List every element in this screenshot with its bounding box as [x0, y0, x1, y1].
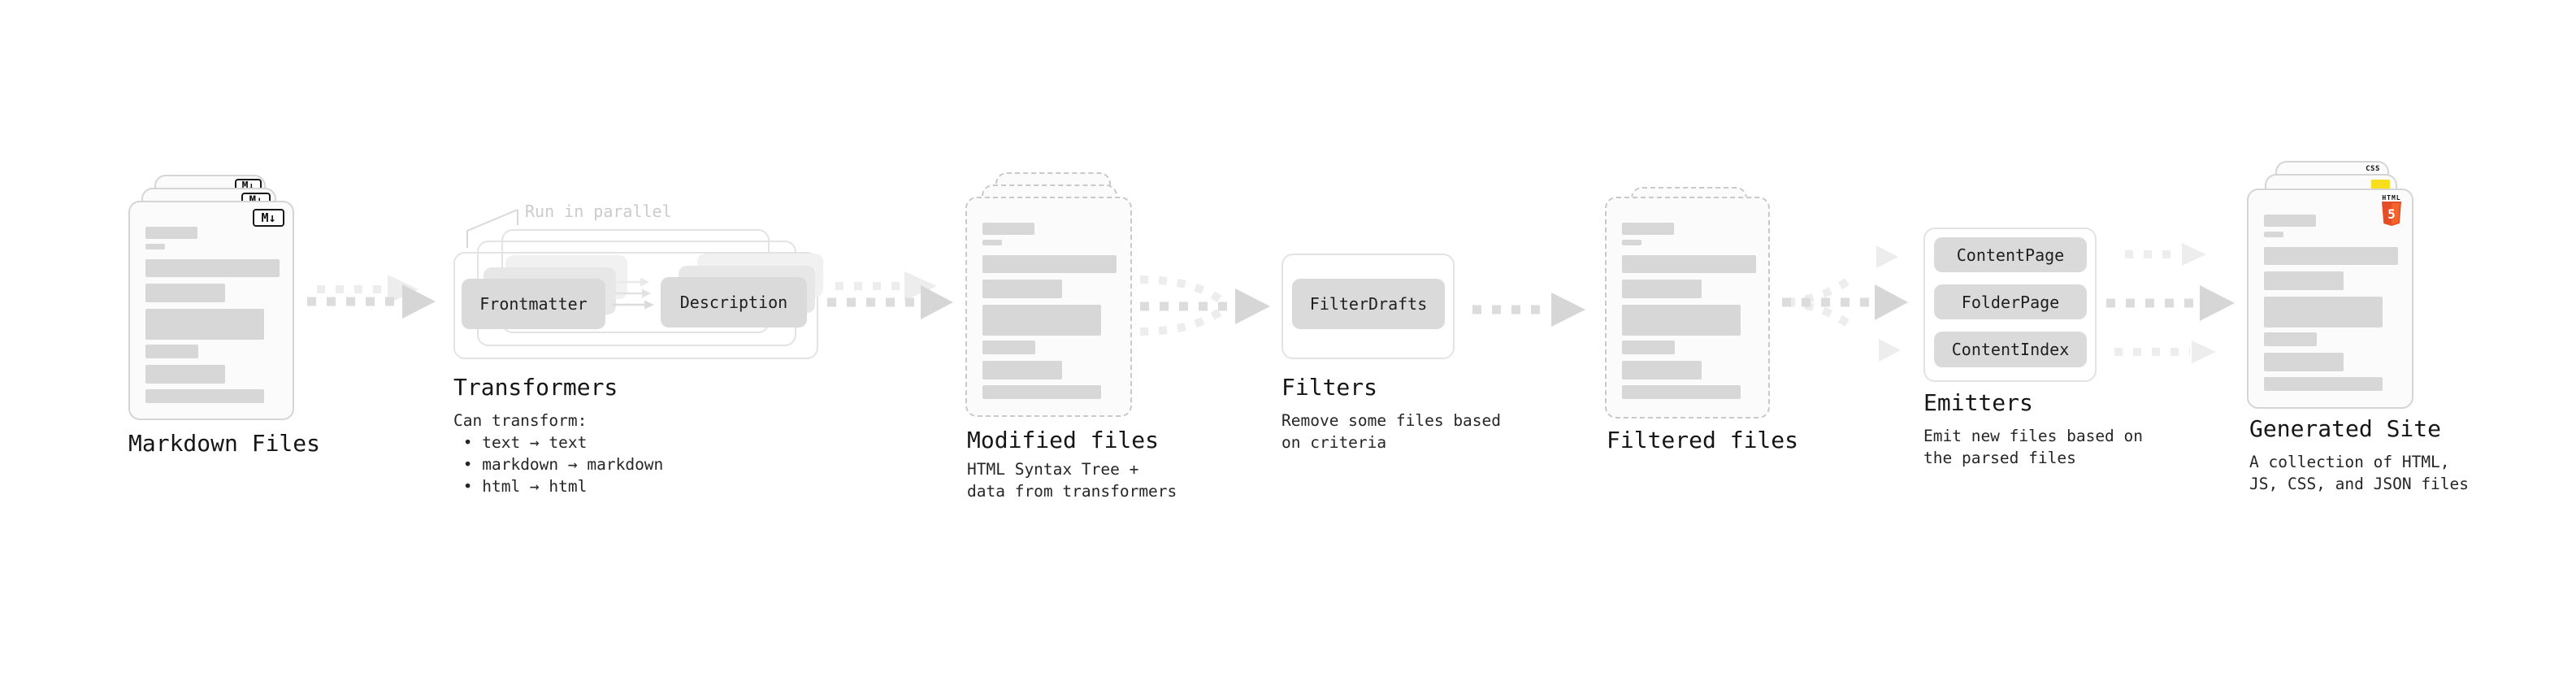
- html5-icon: HTML 5: [2380, 194, 2403, 231]
- text-line-placeholder: [145, 365, 225, 384]
- text-line-placeholder: [145, 259, 280, 277]
- emitter-pill-contentpage: ContentPage: [1934, 237, 2087, 272]
- text-line-placeholder: [1622, 361, 1702, 380]
- fan-out-arrow-icon: [1782, 245, 1908, 362]
- text-line-placeholder: [2264, 271, 2344, 290]
- file-card-front: [1605, 197, 1770, 419]
- text-line-placeholder: [1622, 305, 1741, 336]
- run-in-parallel-label: Run in parallel: [525, 202, 672, 221]
- text-line-placeholder: [982, 223, 1034, 235]
- text-line-placeholder: [1622, 255, 1756, 273]
- transformer-pill-frontmatter: Frontmatter: [462, 279, 605, 329]
- transformer-pill-description: Description: [661, 277, 807, 327]
- text-line-placeholder: [145, 309, 264, 340]
- stage-desc-generated-site: A collection of HTML, JS, CSS, and JSON …: [2249, 453, 2470, 493]
- text-line-placeholder: [145, 227, 197, 239]
- text-line-placeholder: [145, 284, 225, 302]
- text-line-placeholder: [982, 340, 1035, 354]
- text-line-placeholder: [2264, 247, 2398, 265]
- stage-title-filters: Filters: [1281, 374, 1378, 401]
- parallel-flow-arrow-icon: [827, 271, 953, 319]
- emitter-pill-folderpage: FolderPage: [1934, 284, 2087, 319]
- transformer-container-front: [453, 252, 818, 359]
- stage-desc-emitters: Emit new files based on the parsed files: [1923, 427, 2144, 467]
- text-line-placeholder: [982, 305, 1101, 336]
- stage-desc-modified-files: HTML Syntax Tree + data from transformer…: [967, 460, 1177, 501]
- text-line-placeholder: [1622, 280, 1702, 298]
- filters-container: [1281, 254, 1455, 359]
- stage-title-transformers: Transformers: [453, 374, 618, 401]
- stage-title-modified-files: Modified files: [967, 427, 1160, 453]
- stage-title-emitters: Emitters: [1923, 389, 2033, 416]
- fan-in-arrow-icon: [1139, 275, 1270, 336]
- text-line-placeholder: [982, 255, 1117, 273]
- file-card-front: M↓: [128, 201, 294, 420]
- text-line-placeholder: [1622, 223, 1674, 235]
- text-line-placeholder: [2264, 215, 2316, 227]
- stage-title-generated-site: Generated Site: [2249, 415, 2442, 442]
- emitter-pill-contentindex: ContentIndex: [1934, 332, 2087, 367]
- svg-text:5: 5: [2387, 206, 2396, 222]
- text-line-placeholder: [2264, 297, 2383, 327]
- filter-pill-filterdrafts: FilterDrafts: [1292, 279, 1445, 329]
- text-line-placeholder: [982, 385, 1101, 399]
- text-line-placeholder: [2264, 332, 2317, 346]
- markdown-icon: M↓: [253, 209, 284, 227]
- text-line-placeholder: [145, 389, 264, 403]
- text-line-placeholder: [145, 345, 198, 358]
- text-line-placeholder: [982, 361, 1062, 380]
- file-card-front: HTML 5: [2247, 189, 2413, 409]
- js-icon: [2371, 180, 2390, 190]
- file-card-front: [965, 197, 1132, 417]
- stage-desc-filters: Remove some files based on criteria: [1281, 411, 1502, 452]
- triple-flow-arrow-icon: [2106, 243, 2235, 363]
- text-line-placeholder: [1622, 240, 1641, 245]
- stage-title-markdown-files: Markdown Files: [128, 430, 321, 457]
- parallel-flow-arrow-icon: [307, 275, 436, 319]
- text-line-placeholder: [2264, 377, 2383, 391]
- pill-flow-arrows-icon: [612, 277, 654, 310]
- text-line-placeholder: [2264, 353, 2344, 371]
- text-line-placeholder: [982, 240, 1002, 245]
- text-line-placeholder: [1622, 385, 1741, 399]
- text-line-placeholder: [2264, 232, 2283, 237]
- emitters-container: [1923, 228, 2097, 382]
- leader-line: [466, 209, 518, 248]
- stage-title-filtered-files: Filtered files: [1607, 427, 1799, 453]
- text-line-placeholder: [1622, 340, 1675, 354]
- stage-desc-transformers: Can transform: • text → text • markdown …: [453, 411, 664, 496]
- text-line-placeholder: [145, 244, 165, 249]
- flow-arrow-icon: [1472, 293, 1585, 327]
- text-line-placeholder: [982, 280, 1062, 298]
